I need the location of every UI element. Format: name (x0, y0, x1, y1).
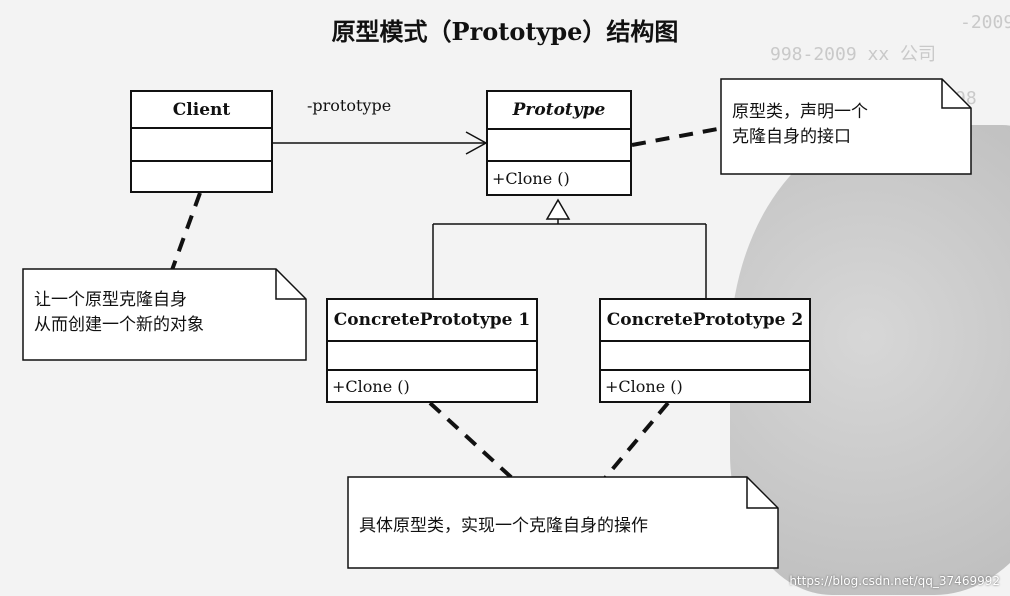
note-line: 克隆自身的接口 (732, 127, 851, 147)
note-shape (22, 268, 307, 361)
class-operation: +Clone () (605, 376, 683, 396)
note-line: 原型类，声明一个 (732, 102, 868, 122)
note-link-client (170, 192, 202, 271)
class-name: Prototype (488, 92, 630, 130)
note-link-concrete2 (603, 401, 670, 480)
class-operation: +Clone () (332, 376, 410, 396)
note-prototype: 原型类，声明一个 克隆自身的接口 (720, 78, 972, 175)
diagram-title: 原型模式（Prototype）结构图 (331, 17, 679, 46)
watermark: https://blog.csdn.net/qq_37469992 (789, 574, 1000, 588)
class-attributes (328, 342, 536, 371)
note-concrete: 具体原型类，实现一个克隆自身的操作 (347, 476, 779, 569)
class-name: ConcretePrototype 2 (601, 300, 809, 342)
generalization-triangle (545, 198, 571, 220)
note-line: 让一个原型克隆自身 (34, 290, 187, 310)
class-name: ConcretePrototype 1 (328, 300, 536, 342)
association-label: -prototype (307, 96, 392, 115)
class-concrete-prototype-1[interactable]: ConcretePrototype 1 +Clone () (326, 298, 538, 403)
class-concrete-prototype-2[interactable]: ConcretePrototype 2 +Clone () (599, 298, 811, 403)
note-line: 从而创建一个新的对象 (34, 315, 204, 335)
note-client: 让一个原型克隆自身 从而创建一个新的对象 (22, 268, 307, 361)
note-link-concrete1 (428, 401, 514, 480)
class-attributes (601, 342, 809, 371)
note-shape (720, 78, 972, 175)
class-attributes (488, 130, 630, 162)
class-operation: +Clone () (492, 168, 570, 188)
background-text: -2009 (960, 12, 1010, 33)
class-prototype[interactable]: Prototype +Clone () (486, 90, 632, 196)
class-attributes (132, 129, 271, 162)
note-shape (347, 476, 779, 569)
note-link-prototype (631, 126, 724, 147)
class-operations (132, 162, 271, 191)
class-client[interactable]: Client (130, 90, 273, 193)
note-line: 具体原型类，实现一个克隆自身的操作 (359, 516, 648, 536)
background-text: 998-2009 xx 公司 (770, 44, 937, 65)
class-name: Client (132, 92, 271, 129)
